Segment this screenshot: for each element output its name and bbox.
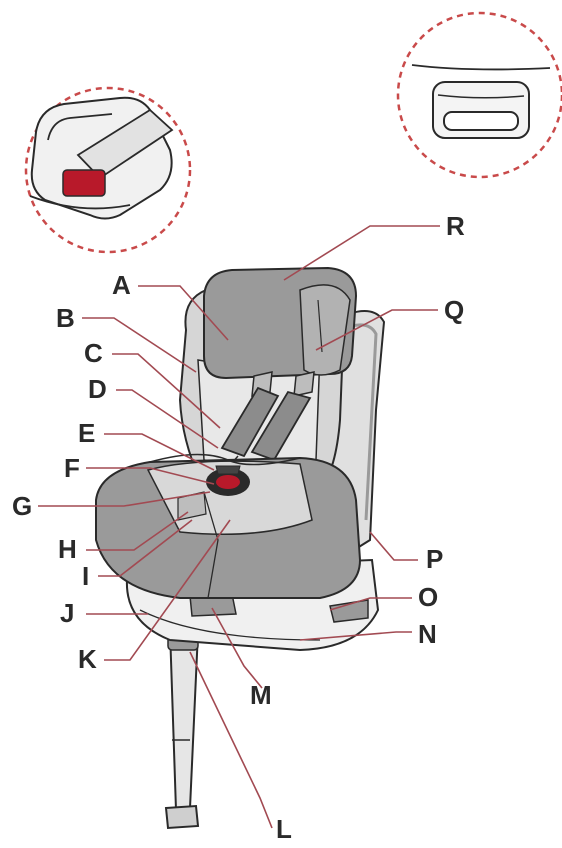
label-F: F	[64, 455, 80, 481]
label-J: J	[60, 600, 74, 626]
label-E: E	[78, 420, 95, 446]
detail-callout-harness-guide	[26, 88, 190, 252]
label-M: M	[250, 682, 272, 708]
label-D: D	[88, 376, 107, 402]
label-L: L	[276, 816, 292, 842]
label-O: O	[418, 584, 438, 610]
headrest	[204, 268, 356, 378]
leader-L	[190, 652, 272, 828]
label-G: G	[12, 493, 32, 519]
label-P: P	[426, 546, 443, 572]
label-K: K	[78, 646, 97, 672]
label-H: H	[58, 536, 77, 562]
label-I: I	[82, 563, 89, 589]
label-R: R	[446, 213, 465, 239]
label-Q: Q	[444, 297, 464, 323]
label-A: A	[112, 272, 131, 298]
label-B: B	[56, 305, 75, 331]
label-N: N	[418, 621, 437, 647]
leader-P	[370, 532, 418, 560]
label-C: C	[84, 340, 103, 366]
detail-callout-belt-slot	[398, 13, 562, 177]
